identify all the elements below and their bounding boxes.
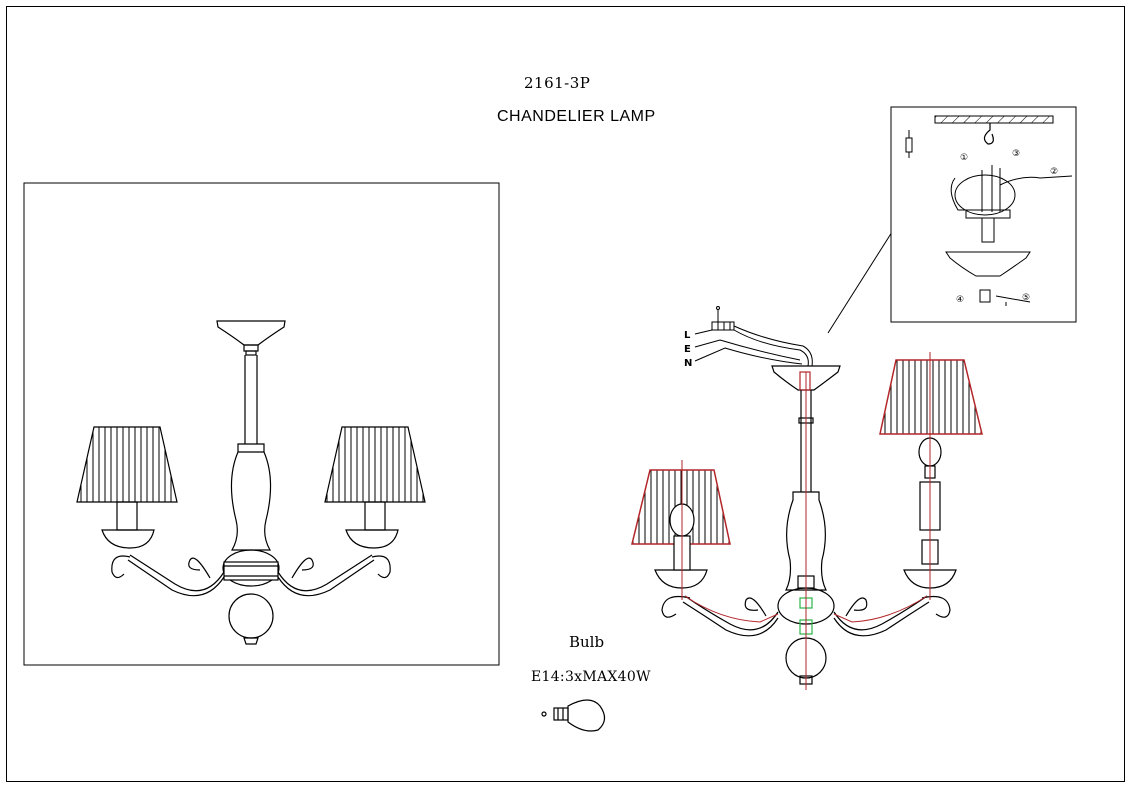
vase-body: [222, 443, 280, 645]
model-number: 2161-3P: [524, 74, 591, 92]
canopy: [216, 320, 286, 356]
step-5: ⑤: [1022, 293, 1030, 303]
exploded-view: L E N: [631, 231, 983, 690]
detail-leader-line: [827, 231, 893, 334]
front-view-panel: [23, 182, 500, 666]
exploded-left-shade: [631, 460, 731, 600]
drawing-frame: [6, 6, 1125, 782]
terminal-block: [694, 306, 813, 367]
bulb-icon: [541, 699, 606, 732]
central-rod: [244, 355, 258, 444]
step-3: ③: [1012, 149, 1020, 159]
exploded-left-arm: [661, 595, 779, 637]
right-arm: [277, 554, 391, 597]
exploded-right-shade: [879, 352, 983, 600]
left-arm: [111, 554, 225, 597]
wire-label-n: N: [684, 358, 692, 369]
installation-detail: ① ③ ② ④ ⑤: [890, 106, 1077, 323]
step-4: ④: [956, 295, 964, 305]
right-cup: [345, 501, 399, 549]
exploded-canopy: [771, 365, 841, 492]
screwdriver-icon: [905, 130, 913, 158]
bulb-label: Bulb: [569, 633, 605, 651]
left-cup: [101, 501, 155, 549]
wire-label-e: E: [684, 344, 691, 355]
page-title: CHANDELIER LAMP: [497, 108, 656, 125]
step-1: ①: [960, 153, 968, 163]
left-shade: [76, 426, 178, 503]
wire-label-l: L: [684, 330, 691, 341]
exploded-right-arm: [833, 595, 951, 637]
bulb-spec: E14:3xMAX40W: [531, 669, 651, 685]
right-shade: [324, 426, 426, 503]
step-2: ②: [1050, 167, 1058, 177]
